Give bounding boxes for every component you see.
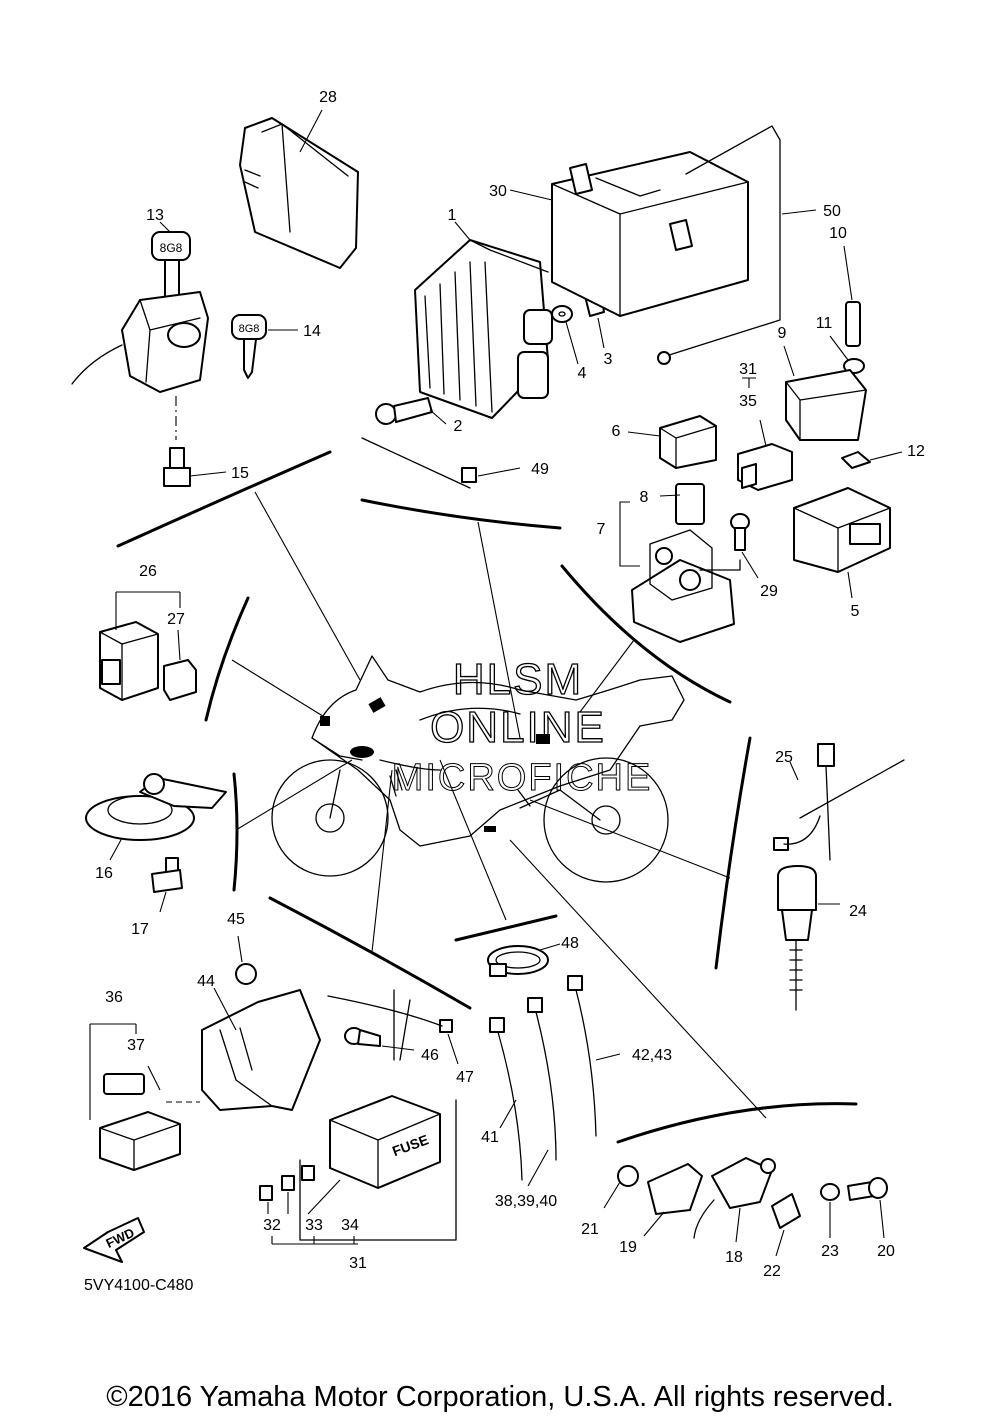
bolt-10-part: [843, 245, 861, 347]
label-44: 44: [197, 973, 215, 990]
label-23: 23: [821, 1243, 839, 1260]
watermark-line3: MICROFICHE: [392, 757, 653, 799]
bolt-2-part: [375, 397, 447, 425]
relay-5-part: [793, 487, 891, 599]
label-4: 4: [578, 365, 587, 382]
horn-part: [85, 773, 227, 861]
label-18: 18: [725, 1249, 743, 1266]
label-24: 24: [849, 903, 867, 920]
label-49: 49: [531, 461, 549, 478]
relay-36-part: [89, 1023, 200, 1171]
key-part: 8G8: [231, 314, 298, 379]
label-22: 22: [763, 1263, 781, 1280]
label-36: 36: [105, 989, 123, 1006]
bolt-15-part: [163, 447, 227, 487]
label-21: 21: [581, 1221, 599, 1238]
label-19: 19: [619, 1239, 637, 1256]
sidestand-switch-part: [603, 1157, 888, 1257]
label-10: 10: [829, 225, 847, 242]
label-13: 13: [146, 207, 164, 224]
fwd-arrow: FWD: [83, 1217, 145, 1263]
key-text-2: 8G8: [239, 323, 260, 335]
label-12: 12: [907, 443, 925, 460]
label-20: 20: [877, 1243, 895, 1260]
label-16: 16: [95, 865, 113, 882]
label-50: 50: [823, 203, 841, 220]
label-28: 28: [319, 89, 337, 106]
relay-6-part: [627, 415, 717, 469]
fuse-box-part: FUSE: [259, 989, 457, 1245]
label-38-39-40: 38,39,40: [495, 1193, 557, 1210]
label-46: 46: [421, 1047, 439, 1064]
washer-4-part: [551, 305, 579, 365]
label-30: 30: [489, 183, 507, 200]
relay-9-part: [783, 345, 867, 441]
bracket-12-part: [841, 451, 903, 469]
battery-part: [509, 151, 749, 317]
label-11: 11: [816, 315, 833, 332]
neutral-switch-part: [773, 743, 905, 1011]
bracket-44-part: [201, 935, 459, 1111]
battery-cable-part: [657, 125, 817, 365]
label-26: 26: [139, 563, 157, 580]
bolt-17-part: [151, 857, 183, 913]
label-3: 3: [604, 351, 613, 368]
main-switch-part: 8G8: [71, 221, 209, 440]
label-48: 48: [561, 935, 579, 952]
label-41: 41: [481, 1129, 499, 1146]
label-6: 6: [612, 423, 621, 440]
cable-ties-part: [489, 975, 621, 1187]
motorcycle-silhouette: [271, 655, 685, 883]
label-9: 9: [778, 325, 787, 342]
starter-relay-part: [619, 483, 741, 643]
label-37: 37: [127, 1037, 145, 1054]
copyright-notice: ©2016 Yamaha Motor Corporation, U.S.A. A…: [106, 1381, 894, 1413]
label-45: 45: [227, 911, 245, 928]
relay-26-part: [99, 591, 197, 701]
label-31b: 31: [349, 1255, 367, 1272]
label-5: 5: [851, 603, 860, 620]
label-47: 47: [456, 1069, 474, 1086]
label-17: 17: [131, 921, 149, 938]
label-8: 8: [640, 489, 649, 506]
rectifier-part: [414, 221, 553, 419]
diagram-code: 5VY4100-C480: [84, 1277, 194, 1294]
label-29: 29: [760, 583, 778, 600]
watermark-line2: ONLINE: [430, 703, 606, 752]
band-49-part: [361, 437, 521, 489]
label-27: 27: [167, 611, 185, 628]
watermark: HLSM ONLINE MICROFICHE: [391, 654, 653, 799]
part-labels: 28 13 14 15 1 2 3 4 30 50 10 11 9 31 35 …: [84, 89, 925, 1294]
label-15: 15: [231, 465, 249, 482]
label-31a: 31: [739, 361, 757, 378]
label-7: 7: [597, 521, 606, 538]
clamp-48-part: [487, 943, 561, 977]
label-25: 25: [775, 749, 793, 766]
label-35: 35: [739, 393, 757, 410]
callout-brackets: [116, 450, 858, 1144]
relay-35-part: [737, 377, 793, 491]
label-14: 14: [303, 323, 321, 340]
label-1: 1: [448, 207, 457, 224]
label-2: 2: [454, 418, 463, 435]
label-33: 33: [305, 1217, 323, 1234]
label-32: 32: [263, 1217, 281, 1234]
watermark-line1: HLSM: [453, 655, 583, 704]
label-34: 34: [341, 1217, 359, 1234]
label-42-43: 42,43: [632, 1047, 672, 1064]
ecu-part: [239, 109, 359, 269]
key-text-1: 8G8: [160, 241, 183, 255]
bolt-29-part: [730, 513, 759, 579]
